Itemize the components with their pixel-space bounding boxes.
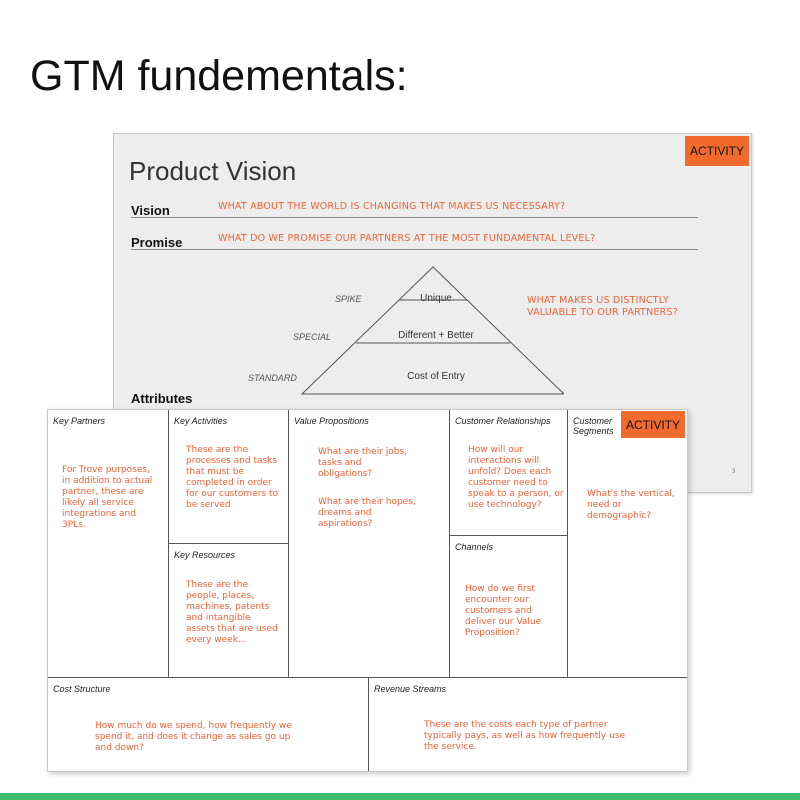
key-resources-title: Key Resources xyxy=(174,550,236,560)
page-title: GTM fundementals: xyxy=(30,52,408,100)
tier-different-better-label: Different + Better xyxy=(398,330,474,341)
pyramid-diagram xyxy=(300,266,564,395)
key-activities-text: These are the processes and tasks that m… xyxy=(186,445,278,510)
promise-label: Promise xyxy=(131,235,183,250)
customer-relationships-text: How will our interactions will unfold? D… xyxy=(468,445,564,510)
revenue-streams-text: These are the costs each type of partner… xyxy=(424,720,626,752)
activity-tag: ACTIVITY xyxy=(621,411,685,438)
accent-bar xyxy=(0,793,800,800)
key-partners-text: For Trove purposes, in addition to actua… xyxy=(62,465,153,530)
page-number: 3 xyxy=(732,469,736,475)
pyramid-callout: WHAT MAKES US DISTINCTLY VALUABLE TO OUR… xyxy=(527,295,678,318)
key-activities-title: Key Activities xyxy=(174,416,228,426)
key-activities-cell[interactable]: Key Activities These are the processes a… xyxy=(169,410,289,544)
activity-tag: ACTIVITY xyxy=(685,136,749,166)
channels-text: How do we first encounter our customers … xyxy=(465,584,542,638)
channels-cell[interactable]: Channels How do we first encounter our c… xyxy=(450,536,568,678)
value-propositions-text-hopes: What are their hopes, dreams and aspirat… xyxy=(318,497,416,529)
slide-title: Product Vision xyxy=(129,156,297,186)
revenue-streams-cell[interactable]: Revenue Streams These are the costs each… xyxy=(369,678,687,771)
value-propositions-title: Value Propositions xyxy=(294,416,369,426)
tier-spike-side-label: SPIKE xyxy=(335,294,362,304)
vision-label: Vision xyxy=(131,203,170,218)
customer-relationships-cell[interactable]: Customer Relationships How will our inte… xyxy=(450,410,568,536)
tier-cost-of-entry-label: Cost of Entry xyxy=(407,371,465,382)
key-resources-cell[interactable]: Key Resources These are the people, plac… xyxy=(169,544,289,678)
business-model-canvas[interactable]: Key Partners For Trove purposes, in addi… xyxy=(47,409,688,772)
vision-divider xyxy=(131,217,698,218)
channels-title: Channels xyxy=(455,542,494,552)
vision-text: WHAT ABOUT THE WORLD IS CHANGING THAT MA… xyxy=(218,201,566,212)
key-resources-text: These are the people, places, machines, … xyxy=(186,580,278,645)
customer-segments-title: Customer Segments xyxy=(573,416,614,436)
promise-text: WHAT DO WE PROMISE OUR PARTNERS AT THE M… xyxy=(218,233,596,244)
cost-structure-title: Cost Structure xyxy=(53,684,111,694)
tier-special-side-label: SPECIAL xyxy=(293,332,332,342)
key-partners-title: Key Partners xyxy=(53,416,106,426)
attributes-label: Attributes xyxy=(131,391,193,406)
cost-structure-text: How much do we spend, how frequently we … xyxy=(95,721,292,753)
value-propositions-cell[interactable]: Value Propositions What are their jobs, … xyxy=(289,410,450,678)
customer-relationships-title: Customer Relationships xyxy=(455,416,551,426)
value-propositions-text-jobs: What are their jobs, tasks and obligatio… xyxy=(318,447,408,479)
customer-segments-cell[interactable]: Customer Segments ACTIVITY What's the ve… xyxy=(568,410,687,678)
tier-standard-side-label: STANDARD xyxy=(248,373,297,383)
promise-divider xyxy=(131,249,698,250)
customer-segments-text: What's the vertical, need or demographic… xyxy=(587,489,675,521)
key-partners-cell[interactable]: Key Partners For Trove purposes, in addi… xyxy=(48,410,169,678)
revenue-streams-title: Revenue Streams xyxy=(374,684,447,694)
cost-structure-cell[interactable]: Cost Structure How much do we spend, how… xyxy=(48,678,369,771)
tier-unique-label: Unique xyxy=(420,293,452,304)
